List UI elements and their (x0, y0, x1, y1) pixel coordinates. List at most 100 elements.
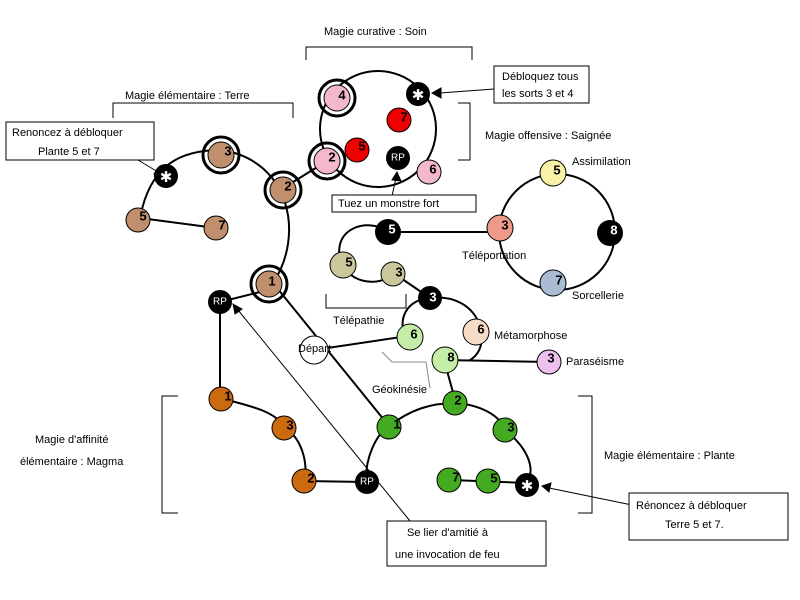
node-rp-left[interactable]: RP (208, 290, 232, 314)
node-tele-3[interactable]: 3 (380, 261, 406, 287)
svg-text:7: 7 (400, 110, 407, 125)
group-brackets (112, 46, 593, 514)
svg-text:Terre 5 et 7.: Terre 5 et 7. (665, 519, 724, 531)
node-heal-7[interactable]: 7 (386, 107, 412, 133)
node-tele-link-5[interactable]: 5 (375, 219, 401, 245)
svg-text:2: 2 (307, 471, 314, 486)
svg-text:3: 3 (286, 418, 293, 433)
node-magma-2[interactable]: 2 (291, 468, 317, 494)
svg-text:2: 2 (328, 150, 335, 165)
svg-text:1: 1 (224, 389, 231, 404)
svg-text:une invocation de feu: une invocation de feu (395, 549, 500, 561)
node-heal-4[interactable]: 4 (317, 78, 357, 118)
svg-text:7: 7 (452, 470, 459, 485)
node-depart[interactable] (299, 335, 329, 365)
node-plant-star[interactable]: ✱ (515, 473, 539, 497)
callout-fire-friend: Se lier d'amitié à une invocation de feu (386, 520, 547, 567)
svg-text:RP: RP (213, 297, 227, 308)
svg-text:1: 1 (268, 274, 275, 289)
callout-renounce-earth: Rénoncez à débloquer Terre 5 et 7. (628, 492, 789, 541)
node-sorc-7[interactable]: 7 (539, 269, 567, 297)
svg-text:3: 3 (547, 351, 554, 366)
svg-text:5: 5 (345, 255, 352, 270)
node-meta-6[interactable]: 6 (462, 318, 490, 346)
node-plant-3[interactable]: 3 (492, 417, 518, 443)
callout-arrows (137, 87, 633, 522)
svg-text:5: 5 (139, 209, 146, 224)
svg-text:5: 5 (358, 139, 365, 154)
node-geo-8[interactable]: 8 (431, 346, 459, 374)
svg-text:2: 2 (284, 179, 291, 194)
svg-text:5: 5 (490, 471, 497, 486)
svg-text:Tuez un monstre fort: Tuez un monstre fort (338, 198, 439, 210)
node-earth-3[interactable]: 3 (201, 135, 241, 175)
svg-text:Se lier d'amitié à: Se lier d'amitié à (407, 527, 489, 539)
svg-text:1: 1 (393, 417, 400, 432)
svg-text:✱: ✱ (521, 477, 534, 495)
svg-text:5: 5 (553, 163, 560, 178)
label-assimilation: Assimilation (572, 156, 631, 168)
node-para-3[interactable]: 3 (536, 349, 562, 375)
node-assim-5[interactable]: 5 (539, 159, 567, 187)
svg-text:6: 6 (410, 327, 417, 342)
label-geokinesie: Géokinésie (372, 384, 427, 396)
label-sorcellerie: Sorcellerie (572, 290, 624, 302)
node-heal-5[interactable]: 5 (344, 137, 370, 163)
node-heal-2[interactable]: 2 (307, 141, 347, 181)
node-heal-star[interactable]: ✱ (406, 82, 430, 106)
callout-renounce-plant: Renoncez à débloquer Plante 5 et 7 (5, 121, 155, 161)
group-label-plant: Magie élémentaire : Plante (604, 450, 735, 462)
group-label-earth: Magie élémentaire : Terre (125, 90, 250, 102)
callout-unlock-3-4: Débloquez tous les sorts 3 et 4 (493, 65, 590, 104)
node-earth-2[interactable]: 2 (263, 170, 303, 210)
svg-text:6: 6 (477, 322, 484, 337)
node-earth-1[interactable]: 1 (249, 264, 289, 304)
svg-text:7: 7 (555, 273, 562, 288)
label-telepathie: Télépathie (333, 315, 384, 327)
svg-text:8: 8 (447, 350, 454, 365)
node-earth-star[interactable]: ✱ (154, 164, 178, 188)
label-parasitisme: Paraséisme (566, 356, 624, 368)
node-mid-3[interactable]: 3 (418, 286, 442, 310)
geokinesie-pointer (381, 351, 431, 389)
svg-text:4: 4 (338, 88, 346, 103)
svg-text:les sorts 3 et 4: les sorts 3 et 4 (502, 88, 574, 100)
svg-text:3: 3 (224, 144, 231, 159)
node-magma-1[interactable]: 1 (208, 386, 234, 412)
group-label-magma-line2: élémentaire : Magma (20, 456, 124, 468)
node-plant-7[interactable]: 7 (436, 467, 462, 493)
svg-text:Rénoncez à débloquer: Rénoncez à débloquer (636, 500, 747, 512)
svg-text:7: 7 (218, 218, 225, 233)
node-plant-rp[interactable]: RP (355, 470, 379, 494)
label-depart: Départ (298, 343, 331, 355)
svg-text:RP: RP (391, 153, 405, 164)
node-teleport-3[interactable]: 3 (486, 214, 514, 242)
node-magma-3[interactable]: 3 (271, 415, 297, 441)
node-earth-7[interactable]: 7 (203, 215, 229, 241)
node-assim-8[interactable]: 8 (597, 220, 623, 246)
label-teleportation: Téléportation (462, 250, 526, 262)
node-plant-5[interactable]: 5 (475, 468, 501, 494)
svg-text:✱: ✱ (160, 168, 173, 186)
svg-text:2: 2 (454, 393, 461, 408)
node-geo-6[interactable]: 6 (396, 323, 424, 351)
group-label-bleed: Magie offensive : Saignée (485, 130, 611, 142)
node-heal-rp[interactable]: RP (386, 146, 410, 170)
group-label-magma-line1: Magie d'affinité (35, 434, 108, 446)
svg-text:✱: ✱ (412, 86, 425, 104)
group-label-healing: Magie curative : Soin (324, 26, 427, 38)
svg-text:3: 3 (507, 420, 514, 435)
node-heal-6[interactable]: 6 (416, 159, 442, 185)
svg-text:Débloquez tous: Débloquez tous (502, 71, 579, 83)
svg-text:3: 3 (429, 290, 436, 305)
svg-text:3: 3 (501, 218, 508, 233)
label-metamorphose: Métamorphose (494, 330, 567, 342)
node-plant-1[interactable]: 1 (376, 414, 402, 440)
svg-text:Plante 5 et 7: Plante 5 et 7 (38, 146, 100, 158)
node-tele-5[interactable]: 5 (329, 251, 357, 279)
svg-text:5: 5 (388, 222, 395, 237)
svg-text:8: 8 (610, 223, 617, 238)
node-earth-5[interactable]: 5 (125, 207, 151, 233)
node-plant-2[interactable]: 2 (442, 390, 468, 416)
